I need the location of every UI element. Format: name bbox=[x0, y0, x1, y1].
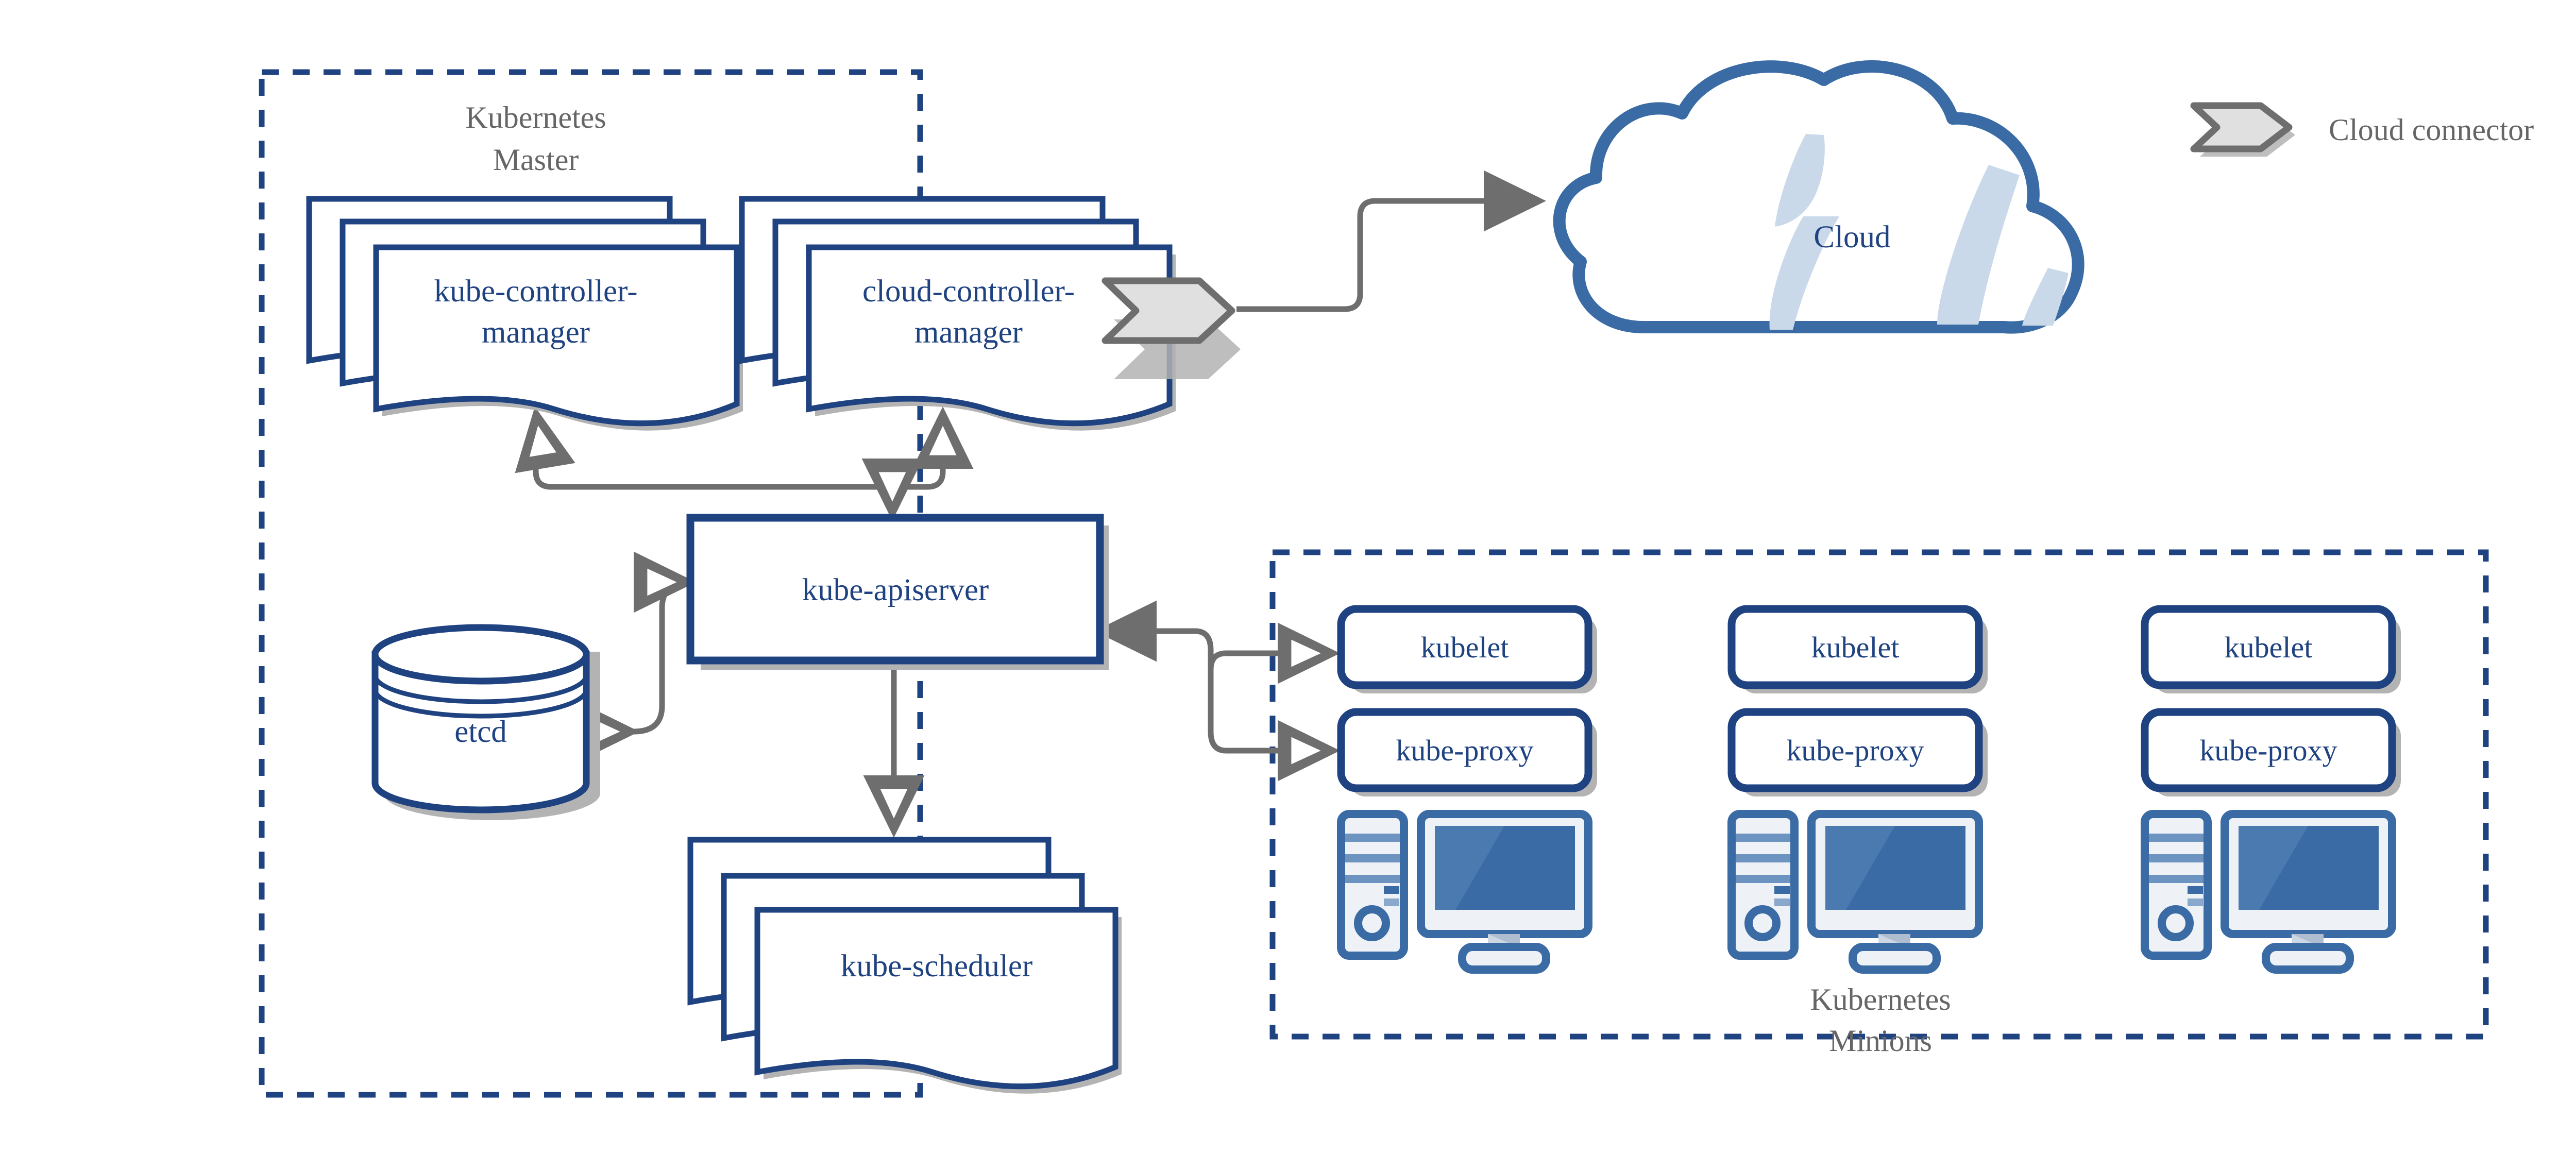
kube-apiserver-label: kube-apiserver bbox=[802, 573, 989, 607]
kube-apiserver-node[interactable]: kube-apiserver bbox=[686, 514, 1109, 670]
node-1-kube-proxy-label: kube-proxy bbox=[1396, 734, 1533, 767]
cloud-connector-icon bbox=[1101, 277, 1241, 379]
node-3-computer-icon bbox=[2141, 810, 2396, 974]
group-master-box bbox=[259, 69, 923, 1098]
kube-controller-manager-label-line2: manager bbox=[482, 315, 590, 350]
master-group-label: Kubernetes Master bbox=[465, 100, 606, 177]
minion-node-1[interactable]: kubelet kube-proxy bbox=[1337, 605, 1597, 974]
connector-ccm-to-cloud bbox=[1236, 170, 1546, 312]
minion-node-2[interactable]: kubelet kube-proxy bbox=[1727, 605, 1988, 974]
kube-controller-manager-label-line1: kube-controller- bbox=[434, 274, 637, 309]
connector-etcd-apiserver bbox=[577, 551, 696, 762]
node-1-kubelet-label: kubelet bbox=[1421, 631, 1509, 664]
connector-apiserver-to-controllers bbox=[515, 406, 974, 521]
master-label-line2: Master bbox=[493, 143, 579, 177]
node-2-kube-proxy-box[interactable]: kube-proxy bbox=[1727, 708, 1988, 796]
minions-group-label: Kubernetes Minions bbox=[1810, 982, 1951, 1058]
cloud-node[interactable]: Cloud bbox=[1553, 60, 2084, 334]
etcd-node[interactable]: etcd bbox=[371, 624, 600, 820]
minions-label-line2: Minions bbox=[1829, 1024, 1932, 1058]
minion-node-3[interactable]: kubelet kube-proxy bbox=[2141, 605, 2401, 974]
node-2-kube-proxy-label: kube-proxy bbox=[1786, 734, 1924, 767]
node-2-kubelet-box[interactable]: kubelet bbox=[1727, 605, 1988, 693]
cloud-label: Cloud bbox=[1814, 220, 1890, 255]
node-3-kubelet-label: kubelet bbox=[2225, 631, 2313, 664]
cloud-controller-manager-node[interactable]: cloud-controller- manager bbox=[739, 196, 1176, 431]
kube-scheduler-label: kube-scheduler bbox=[841, 949, 1033, 984]
legend-cloud-connector: Cloud connector bbox=[2190, 102, 2534, 157]
group-minions-box bbox=[1269, 549, 2489, 1040]
node-1-kube-proxy-box[interactable]: kube-proxy bbox=[1337, 708, 1597, 796]
node-3-kubelet-box[interactable]: kubelet bbox=[2141, 605, 2401, 693]
node-3-kube-proxy-label: kube-proxy bbox=[2199, 734, 2337, 767]
node-3-kube-proxy-box[interactable]: kube-proxy bbox=[2141, 708, 2401, 796]
kube-controller-manager-node[interactable]: kube-controller- manager bbox=[306, 196, 743, 431]
node-2-computer-icon bbox=[1727, 810, 1983, 974]
node-1-computer-icon bbox=[1337, 810, 1592, 974]
cloud-controller-manager-label-line2: manager bbox=[914, 315, 1023, 350]
minions-label-line1: Kubernetes bbox=[1810, 982, 1951, 1016]
master-label-line1: Kubernetes bbox=[465, 100, 606, 134]
etcd-label: etcd bbox=[454, 715, 507, 749]
node-2-kubelet-label: kubelet bbox=[1811, 631, 1900, 664]
cloud-controller-manager-label-line1: cloud-controller- bbox=[862, 274, 1075, 309]
node-1-kubelet-box[interactable]: kubelet bbox=[1337, 605, 1597, 693]
legend-label: Cloud connector bbox=[2329, 113, 2534, 147]
kube-scheduler-node[interactable]: kube-scheduler bbox=[687, 837, 1122, 1094]
connector-apiserver-to-node1 bbox=[1094, 600, 1340, 782]
